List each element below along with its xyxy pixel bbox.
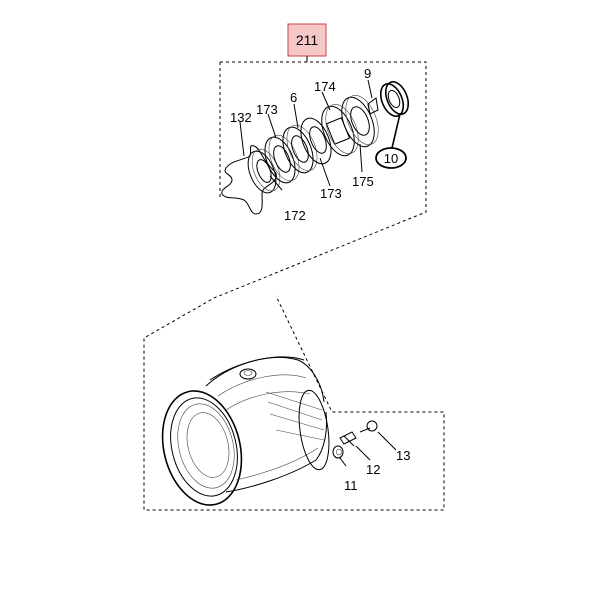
drag-washer-stack: [221, 78, 412, 215]
pin-13[interactable]: [359, 420, 378, 433]
callout-10: 10: [384, 151, 398, 166]
spring-12[interactable]: [339, 431, 357, 447]
callout-173-bottom[interactable]: 173: [320, 186, 342, 201]
drag-washer-173-b[interactable]: [295, 114, 337, 168]
callout-6[interactable]: 6: [290, 90, 297, 105]
spool-icon[interactable]: [151, 356, 333, 514]
drag-washer-174[interactable]: [315, 100, 364, 161]
callout-174[interactable]: 174: [314, 79, 336, 94]
leader-lines-upper: [239, 79, 401, 191]
callout-11[interactable]: 11: [344, 478, 358, 493]
callout-13[interactable]: 13: [396, 448, 410, 463]
collar-11[interactable]: [332, 445, 344, 459]
callout-172[interactable]: 172: [284, 208, 306, 223]
callout-9[interactable]: 9: [364, 66, 371, 81]
spring-clip-icon[interactable]: [221, 145, 277, 215]
callout-173-top[interactable]: 173: [256, 102, 278, 117]
drag-washer-6[interactable]: [277, 121, 323, 177]
callout-175[interactable]: 175: [352, 174, 374, 189]
assembly-number-box[interactable]: 211: [287, 23, 327, 57]
callout-132[interactable]: 132: [230, 110, 252, 125]
assembly-boundary: [143, 61, 445, 511]
lower-small-parts: [332, 420, 397, 467]
drag-washer-175[interactable]: [335, 91, 384, 152]
assembly-number-label: 211: [296, 32, 319, 48]
callout-12[interactable]: 12: [366, 462, 380, 477]
bearing-10[interactable]: [376, 78, 412, 119]
clip-9[interactable]: [367, 97, 379, 115]
callout-10-circle[interactable]: 10: [375, 147, 407, 169]
